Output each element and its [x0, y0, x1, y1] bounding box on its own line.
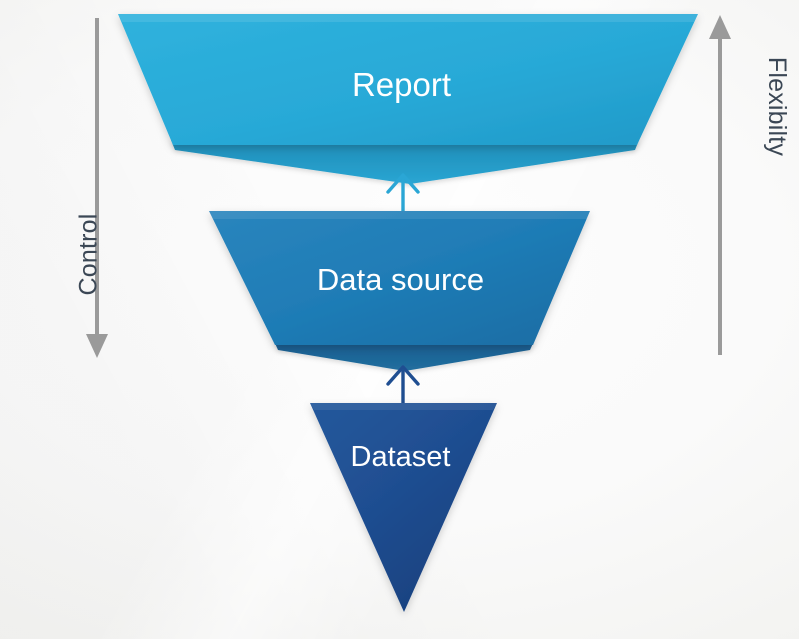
stage-data-source-base	[274, 341, 534, 371]
axis-flexibility-label: Flexibilty	[763, 56, 792, 157]
stage-report[interactable]	[118, 14, 698, 184]
stage-dataset-highlight	[310, 403, 497, 410]
stage-dataset-label: Dataset	[350, 441, 451, 473]
stage-report-body	[118, 14, 698, 145]
axis-control	[86, 18, 108, 358]
stage-data-source-body	[209, 211, 590, 345]
axis-control-label: Control	[74, 213, 103, 296]
stage-report-highlight	[118, 14, 698, 22]
stage-dataset[interactable]	[310, 403, 497, 612]
axis-flexibility-arrowhead	[709, 15, 731, 39]
axis-control-arrowhead	[86, 334, 108, 358]
axis-flexibility	[709, 15, 731, 355]
connector-dataset-to-data-source	[386, 365, 420, 404]
stage-report-base	[171, 140, 639, 184]
stage-data-source-label: Data source	[316, 262, 485, 297]
stage-data-source-highlight	[209, 211, 590, 219]
stage-dataset-body	[310, 403, 497, 612]
connector-data-source-to-report	[386, 173, 420, 213]
stage-data-source[interactable]	[209, 211, 590, 371]
stage-report-label: Report	[351, 66, 452, 103]
